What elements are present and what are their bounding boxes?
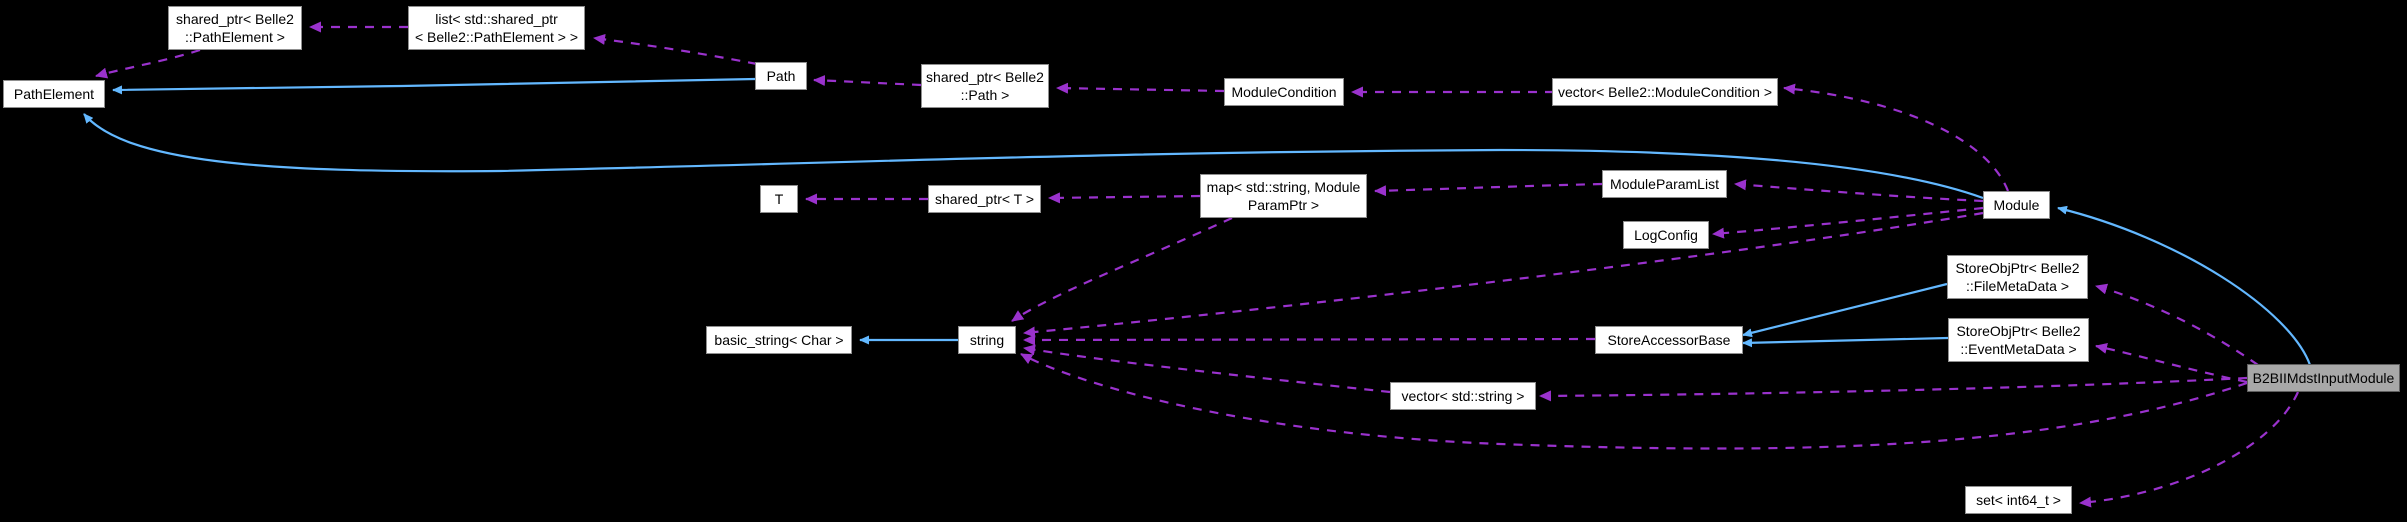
- edge-usage-path-list: [593, 33, 758, 66]
- class-box-pathelement[interactable]: PathElement: [3, 80, 105, 108]
- edge-usage-b2biimdstinputmodule-storeobjptrfilemetadata: [2095, 283, 2259, 366]
- edge-inherit-storeobjptr-filemetadata-storeaccessorbase: [1742, 282, 1948, 338]
- edge-inherit-path-pathelement: [112, 77, 756, 95]
- edge-usage-vectorstdstring-string: [1023, 344, 1391, 394]
- class-box-string[interactable]: string: [958, 326, 1016, 354]
- edge-usage-module-logconfig: [1712, 206, 1984, 239]
- edge-inherit-module-pathelement: [83, 113, 1984, 200]
- class-box-modulecondition[interactable]: ModuleCondition: [1224, 78, 1344, 106]
- edge-usage-module-moduleparamlist: [1734, 179, 1984, 203]
- edge-usage-module-vectormodulecondition: [1783, 83, 2010, 192]
- class-box-vector-std-string[interactable]: vector< std::string >: [1390, 382, 1536, 410]
- class-box-shared-ptr-t[interactable]: shared_ptr< T >: [928, 185, 1041, 213]
- edge-usage-b2biimdstinputmodule-setint64: [2079, 391, 2300, 508]
- class-box-set-int64-t[interactable]: set< int64_t >: [1965, 486, 2072, 514]
- class-box-storeobjptr-eventmetadata[interactable]: StoreObjPtr< Belle2 ::EventMetaData >: [1948, 318, 2089, 362]
- class-box-storeaccessorbase[interactable]: StoreAccessorBase: [1595, 326, 1743, 354]
- edge-usage-b2biimdstinputmodule-vectorstdstring: [1539, 376, 2248, 402]
- class-box-logconfig[interactable]: LogConfig: [1623, 221, 1709, 249]
- edge-inherit-storeobjptr-eventmetadata-storeaccessorbase: [1742, 336, 1949, 348]
- edge-usage-modulecondition-sharedptrpath: [1056, 82, 1225, 94]
- class-box-map-string-moduleparamptr[interactable]: map< std::string, Module ParamPtr >: [1200, 174, 1367, 218]
- edge-inherit-b2biimdstinputmodule-module: [2057, 205, 2312, 366]
- edge-usage-b2biimdstinputmodule-string: [1020, 353, 2248, 450]
- class-box-t[interactable]: T: [760, 185, 798, 213]
- edge-usage-b2biimdstinputmodule-storeobjptreventmetadata: [2095, 343, 2248, 384]
- class-box-vector-modulecondition[interactable]: vector< Belle2::ModuleCondition >: [1552, 78, 1778, 106]
- class-box-shared-ptr-pathelement[interactable]: shared_ptr< Belle2 ::PathElement >: [168, 6, 302, 50]
- class-box-list-shared-ptr-pathelement[interactable]: list< std::shared_ptr < Belle2::PathElem…: [408, 6, 585, 50]
- edge-usage-map-sharedptrt: [1048, 192, 1201, 204]
- class-box-moduleparamlist[interactable]: ModuleParamList: [1602, 170, 1727, 198]
- class-box-basic-string-char[interactable]: basic_string< Char >: [706, 326, 852, 354]
- edge-usage-storeaccessorbase-string: [1023, 334, 1596, 346]
- class-box-module[interactable]: Module: [1983, 191, 2050, 219]
- edge-usage-sharedptrpathelement-pathelement: [95, 48, 201, 79]
- class-box-storeobjptr-filemetadata[interactable]: StoreObjPtr< Belle2 ::FileMetaData >: [1947, 255, 2088, 299]
- edge-usage-moduleparamlist-map: [1374, 182, 1603, 197]
- edge-usage-module-string: [1023, 211, 1984, 338]
- class-box-path[interactable]: Path: [755, 62, 807, 90]
- class-box-b2biimdstinputmodule-focus: B2BIIMdstInputModule: [2247, 364, 2400, 392]
- class-box-shared-ptr-path[interactable]: shared_ptr< Belle2 ::Path >: [921, 64, 1049, 108]
- edge-usage-sharedptrpath-path: [813, 75, 922, 87]
- edge-usage-map-string: [1011, 217, 1233, 322]
